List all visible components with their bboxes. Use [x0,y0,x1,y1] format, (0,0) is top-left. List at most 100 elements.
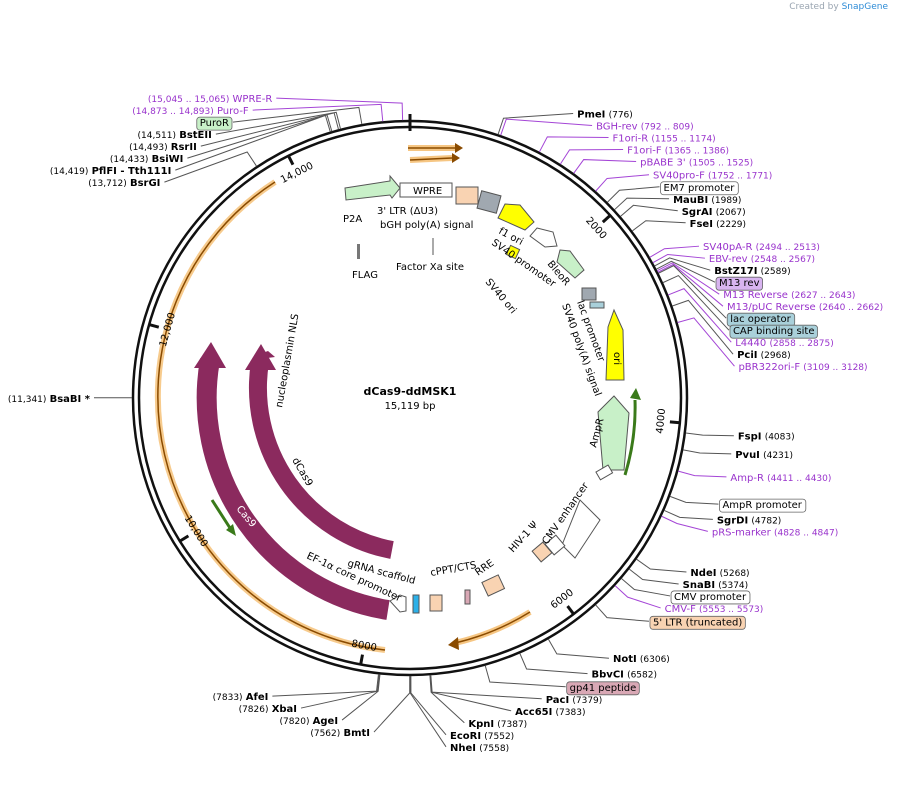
orange-arc-top-1-head [455,143,463,153]
tick-label: 6000 [549,587,576,611]
enzyme-site-label: BbvCI (6582) [592,670,657,681]
site-leader [538,136,609,153]
site-position: (1989) [711,196,741,206]
site-name: PuroR [200,118,229,129]
site-name: Amp-R [730,473,764,484]
plasmid-size: 15,119 bp [385,401,436,412]
tick-label: 14,000 [279,160,315,186]
site-position: (7833) [213,693,243,703]
site-position: (2229) [716,220,746,230]
tick-mark [287,155,295,166]
site-name: NotI [613,654,637,665]
enzyme-site-label: FseI (2229) [690,219,746,230]
enzyme-site-label: PvuI (4231) [735,450,793,461]
site-position: (2858 .. 2875) [769,339,833,349]
primer-label: F1ori-R (1155 .. 1174) [613,133,716,144]
site-position: (2640 .. 2662) [819,303,883,313]
site-name: BstZ17I [714,266,757,277]
label-nls: nucleoplasmin NLS [274,313,301,409]
site-name: M13 rev [719,278,760,289]
site-position: (3109 .. 3128) [803,363,867,373]
site-leader [547,638,610,659]
primer-label: CMV-F (5553 .. 5573) [665,604,764,615]
site-position: (792 .. 809) [641,122,694,132]
site-name: BstEII [179,130,212,141]
site-position: (2067) [716,208,746,218]
site-name: CMV promoter [674,592,747,603]
site-leader [215,111,341,135]
feature-callout-box [715,276,763,291]
site-name: BbvCI [592,670,624,681]
site-position: (776) [609,110,633,120]
site-position: (4828 .. 4847) [774,528,838,538]
tick-mark [359,654,364,665]
label-factorxa: Factor Xa site [396,262,464,273]
feature-callout: gp41 peptide [570,683,637,694]
site-position: (14,433) [110,155,149,165]
site-name: SnaBI [683,580,715,591]
site-position: (2494 .. 2513) [756,243,820,253]
green-arrow-right [623,399,637,476]
hiv-psi-feature [531,541,553,563]
site-name: M13/pUC Reverse [727,302,816,313]
site-name: SgrDI [717,515,748,526]
site-leader [652,253,705,264]
primer-label: M13 Reverse (2627 .. 2643) [723,290,855,301]
site-position: (7552) [484,732,514,742]
site-name: Puro-F [217,106,249,117]
site-name: FseI [690,219,713,230]
green-arrow-left [210,499,232,529]
site-leader [621,578,671,597]
site-leader [252,103,384,122]
site-leader [187,114,333,159]
tick-mark [148,323,160,329]
feature-callout: CAP binding site [733,326,815,337]
site-leader [272,674,379,697]
primer-label: pBR322ori-F (3109 .. 3128) [738,362,867,373]
nls-arrow [254,351,275,359]
site-position: (7562) [310,729,340,739]
enzyme-site-label: SgrAI (2067) [682,207,746,218]
enzyme-site-label: NdeI (5268) [690,568,749,579]
site-name: RsrII [171,142,197,153]
site-leader [500,118,593,136]
ampr-promoter-feature [595,464,614,481]
enzyme-site-label: BstZ17I (2589) [714,266,790,277]
enzyme-site-label: NotI (6306) [613,654,670,665]
site-leader [631,220,686,232]
site-name: Acc65I [515,707,552,718]
p2a-feature [344,174,401,201]
tick-mark [601,214,612,224]
site-leader [657,263,724,307]
site-leader [232,106,363,125]
site-name: BsaBI * [50,394,91,405]
enzyme-site-label: (7833) AfeI [213,692,269,703]
enzyme-site-label: Acc65I (7383) [515,707,585,718]
site-position: (5553 .. 5573) [699,605,763,615]
primer-label: EBV-rev (2548 .. 2567) [709,254,815,265]
site-position: (2548 .. 2567) [751,255,815,265]
wpre-feature [399,182,453,198]
site-name: PacI [546,695,569,706]
site-position: (13,712) [88,179,127,189]
site-position: (6582) [627,671,657,681]
cas9-arrowhead [194,342,226,368]
enzyme-site-label: (14,493) RsrII [129,142,197,153]
site-name: pBR322ori-F [738,362,800,373]
site-position: (5268) [720,569,750,579]
site-name: EBV-rev [709,254,748,265]
site-leader [607,186,660,203]
site-position: (15,045 .. 15,065) [148,95,229,105]
site-leader [668,288,732,343]
enzyme-site-label: FspI (4083) [738,432,795,443]
site-leader [662,274,730,331]
enzyme-site-label: (7562) BmtI [310,728,370,739]
site-leader [595,174,650,192]
site-name: PciI [737,350,757,361]
site-leader [484,665,566,688]
gp41-feature [464,589,471,605]
site-leader [175,114,331,171]
site-name: pRS-marker [712,527,772,538]
site-position: (7383) [556,708,586,718]
site-leader [373,675,411,733]
